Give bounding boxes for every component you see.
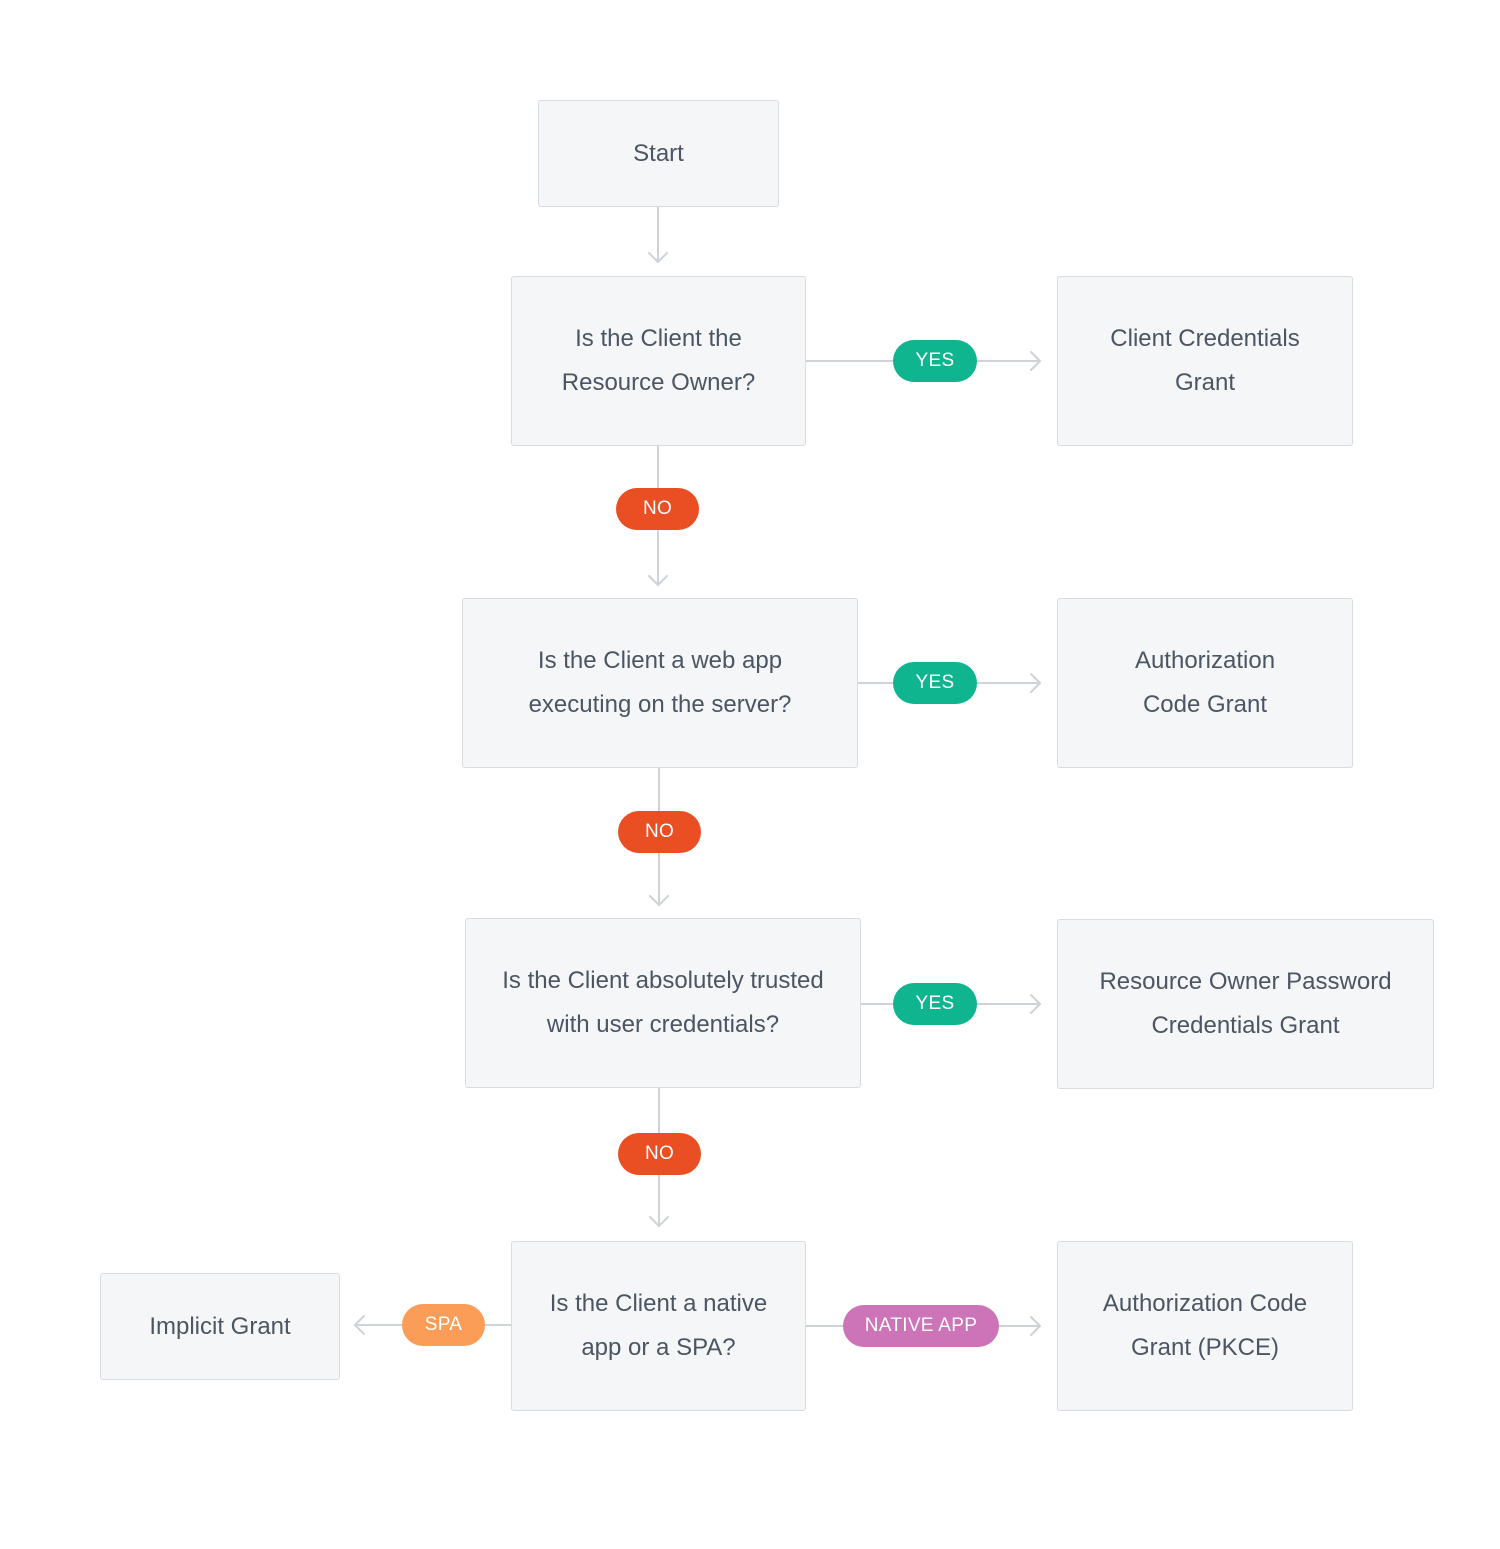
- grant-line-1: Client Credentials: [1110, 325, 1300, 352]
- client-credentials-grant-node: Client Credentials Grant: [1057, 276, 1353, 446]
- question-line-1: Is the Client absolutely trusted: [502, 967, 824, 994]
- spa-badge: SPA: [402, 1304, 485, 1346]
- yes-badge-q2: YES: [893, 662, 977, 704]
- authorization-code-pkce-grant-node: Authorization Code Grant (PKCE): [1057, 1241, 1353, 1411]
- question-line-2: Resource Owner?: [561, 369, 756, 396]
- start-node: Start: [538, 100, 779, 207]
- native-app-badge: NATIVE APP: [843, 1305, 999, 1347]
- start-label: Start: [633, 139, 684, 167]
- question-line-1: Is the Client a native: [549, 1290, 768, 1317]
- arrowhead-q3-no: [649, 1216, 669, 1227]
- grant-line-2: Grant (PKCE): [1130, 1334, 1279, 1361]
- grant-line-1: Authorization Code: [1102, 1290, 1308, 1317]
- arrowhead-q2-no: [649, 895, 669, 906]
- question-native-or-spa: Is the Client a native app or a SPA?: [511, 1241, 806, 1411]
- grant-line-1: Authorization: [1134, 647, 1276, 674]
- resource-owner-password-credentials-grant-node: Resource Owner Password Credentials Gran…: [1057, 919, 1434, 1089]
- question-web-app-on-server: Is the Client a web app executing on the…: [462, 598, 858, 768]
- no-badge-q1: NO: [616, 488, 699, 530]
- arrowhead-q4-native: [1030, 1316, 1041, 1336]
- question-line-2: with user credentials?: [546, 1011, 780, 1038]
- grant-line-2: Code Grant: [1142, 691, 1268, 718]
- arrowhead-q1-no: [648, 575, 668, 586]
- question-line-2: app or a SPA?: [581, 1334, 736, 1361]
- arrowhead-q2-yes: [1030, 673, 1041, 693]
- no-badge-q3: NO: [618, 1133, 701, 1175]
- question-line-1: Is the Client a web app: [537, 647, 783, 674]
- grant-line-2: Credentials Grant: [1151, 1012, 1340, 1039]
- yes-badge-q1: YES: [893, 340, 977, 382]
- question-client-is-resource-owner: Is the Client the Resource Owner?: [511, 276, 806, 446]
- grant-line-2: Grant: [1174, 369, 1235, 396]
- arrowhead-q1-yes: [1030, 351, 1041, 371]
- arrowhead-start-q1: [648, 252, 668, 263]
- implicit-grant-label: Implicit Grant: [149, 1312, 291, 1340]
- arrowhead-q4-spa: [354, 1315, 365, 1335]
- implicit-grant-node: Implicit Grant: [100, 1273, 340, 1380]
- question-line-2: executing on the server?: [528, 691, 792, 718]
- question-client-trusted: Is the Client absolutely trusted with us…: [465, 918, 861, 1088]
- question-line-1: Is the Client the: [575, 325, 742, 352]
- authorization-code-grant-node: Authorization Code Grant: [1057, 598, 1353, 768]
- yes-badge-q3: YES: [893, 983, 977, 1025]
- grant-line-1: Resource Owner Password: [1099, 968, 1392, 995]
- arrowhead-q3-yes: [1030, 994, 1041, 1014]
- no-badge-q2: NO: [618, 811, 701, 853]
